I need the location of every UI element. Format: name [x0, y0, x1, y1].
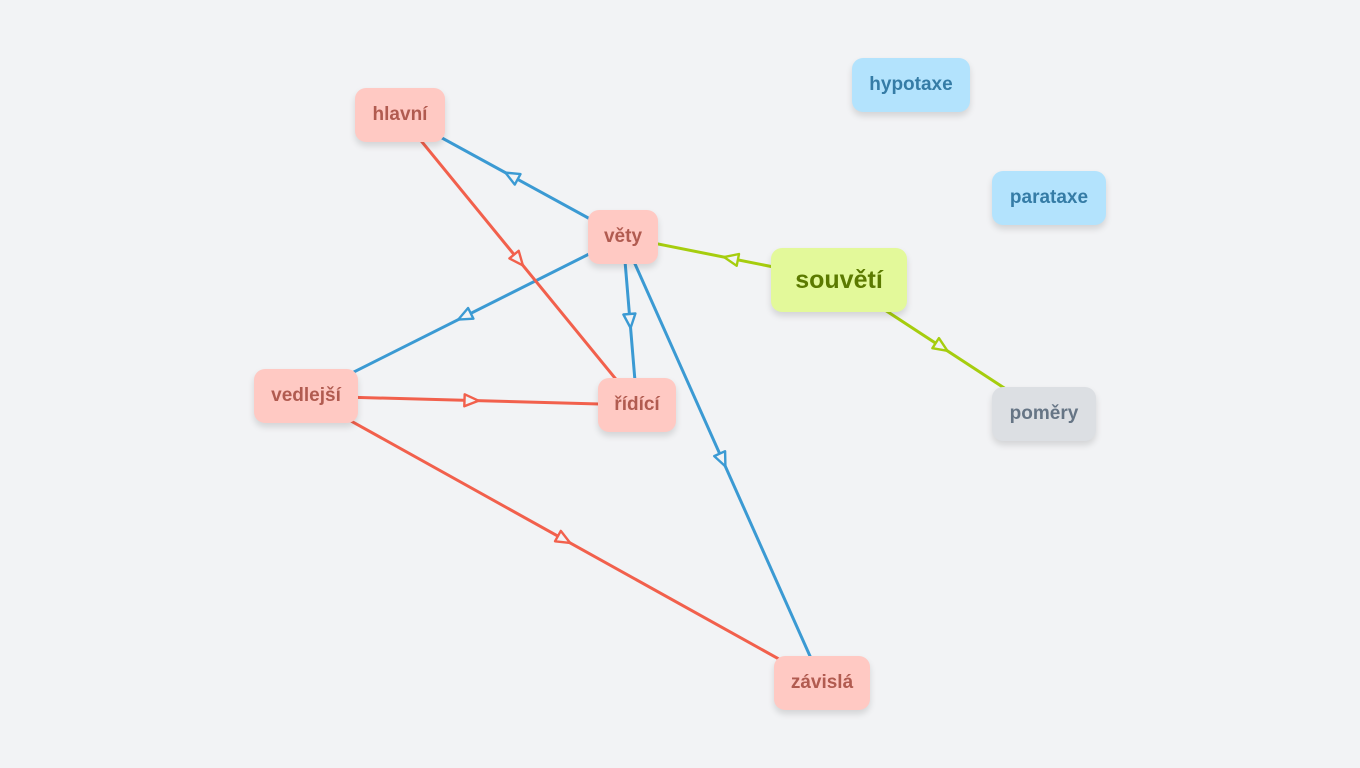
node-zavisla[interactable]: závislá: [774, 656, 870, 710]
edge-arrow-vety-zavisla: [713, 450, 727, 468]
node-ridici[interactable]: řídící: [598, 378, 676, 432]
edge-arrow-vedlejsi-ridici: [463, 393, 480, 408]
edge-arrow-hlavni-ridici: [508, 249, 525, 267]
edge-arrow-souveti-pomery: [931, 336, 949, 352]
node-souveti[interactable]: souvětí: [771, 248, 907, 312]
edge-arrow-vety-vedlejsi: [457, 306, 475, 321]
edge-arrow-vedlejsi-zavisla: [553, 529, 572, 545]
edge-arrow-vety-hlavni: [504, 171, 522, 186]
edge-arrow-souveti-vety: [722, 252, 741, 267]
node-parataxe[interactable]: parataxe: [992, 171, 1106, 225]
node-hypotaxe[interactable]: hypotaxe: [852, 58, 970, 112]
node-vety[interactable]: věty: [588, 210, 658, 264]
node-pomery[interactable]: poměry: [992, 387, 1096, 441]
node-hlavni[interactable]: hlavní: [355, 88, 445, 142]
node-vedlejsi[interactable]: vedlejší: [254, 369, 358, 423]
edge-arrow-vety-ridici: [622, 312, 637, 330]
